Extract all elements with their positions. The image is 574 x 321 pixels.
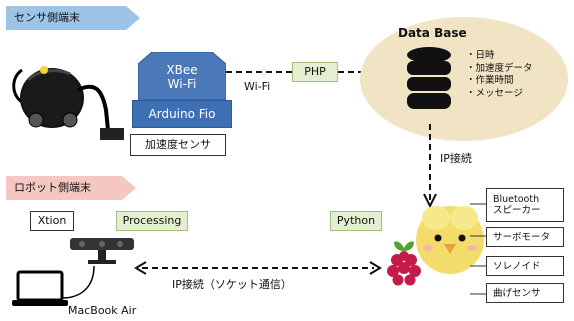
xtion-label: Xtion xyxy=(37,214,67,227)
database-title: Data Base xyxy=(398,26,467,40)
servo-motor-label: サーボモータ xyxy=(493,231,551,243)
processing-box: Processing xyxy=(116,211,188,231)
raspberry-pi-logo-icon xyxy=(387,241,421,286)
db-field: 作業時間 xyxy=(466,75,533,88)
python-box: Python xyxy=(330,211,382,231)
robot-chick-image xyxy=(416,206,484,274)
xtion-sensor-icon xyxy=(70,238,134,264)
database-icon xyxy=(407,47,451,109)
xbee-module xyxy=(138,52,226,100)
database-fields: 日時 加速度データ 作業時間 メッセージ xyxy=(466,50,533,100)
robot-terminal-tag xyxy=(6,176,136,200)
vacuum-cleaner-icon xyxy=(12,66,124,140)
php-box: PHP xyxy=(292,62,338,82)
xbee-line1: XBee xyxy=(166,63,198,77)
accel-sensor-label: 加速度センサ xyxy=(145,138,211,151)
arduino-fio-box: Arduino Fio xyxy=(132,100,232,128)
bluetooth-speaker-label: Bluetooth スピーカー xyxy=(493,194,541,216)
xtion-box: Xtion xyxy=(30,211,74,231)
db-field: メッセージ xyxy=(466,88,533,101)
python-label: Python xyxy=(336,214,376,227)
macbook-icon xyxy=(12,265,95,306)
wifi-label: Wi-Fi xyxy=(244,80,271,93)
processing-label: Processing xyxy=(122,214,182,227)
solenoid-box: ソレノイド xyxy=(486,256,564,276)
robot-part-connectors xyxy=(470,203,486,295)
accel-sensor-box: 加速度センサ xyxy=(130,134,226,156)
arduino-fio-label: Arduino Fio xyxy=(148,107,216,121)
socket-connection-arrow xyxy=(134,261,382,275)
xbee-line2: Wi-Fi xyxy=(167,77,197,91)
sensor-terminal-label: センサ側端末 xyxy=(14,11,80,24)
db-to-robot-arrow xyxy=(423,124,437,209)
bluetooth-speaker-box: Bluetooth スピーカー xyxy=(486,188,564,222)
database-ellipse xyxy=(360,17,568,141)
sensor-terminal-tag xyxy=(6,6,140,30)
xbee-label: XBee Wi-Fi xyxy=(138,63,226,91)
socket-connection-label: IP接続（ソケット通信） xyxy=(172,278,292,291)
robot-terminal-label: ロボット側端末 xyxy=(14,181,91,194)
bend-sensor-label: 曲げセンサ xyxy=(493,287,541,299)
db-field: 加速度データ xyxy=(466,63,533,76)
macbook-label: MacBook Air xyxy=(68,304,137,317)
servo-motor-box: サーボモータ xyxy=(486,227,564,247)
wifi-connector xyxy=(226,71,292,73)
ip-connection-label: IP接続 xyxy=(440,152,472,165)
solenoid-label: ソレノイド xyxy=(493,260,541,272)
bend-sensor-box: 曲げセンサ xyxy=(486,283,564,303)
db-field: 日時 xyxy=(466,50,533,63)
php-label: PHP xyxy=(304,65,326,78)
